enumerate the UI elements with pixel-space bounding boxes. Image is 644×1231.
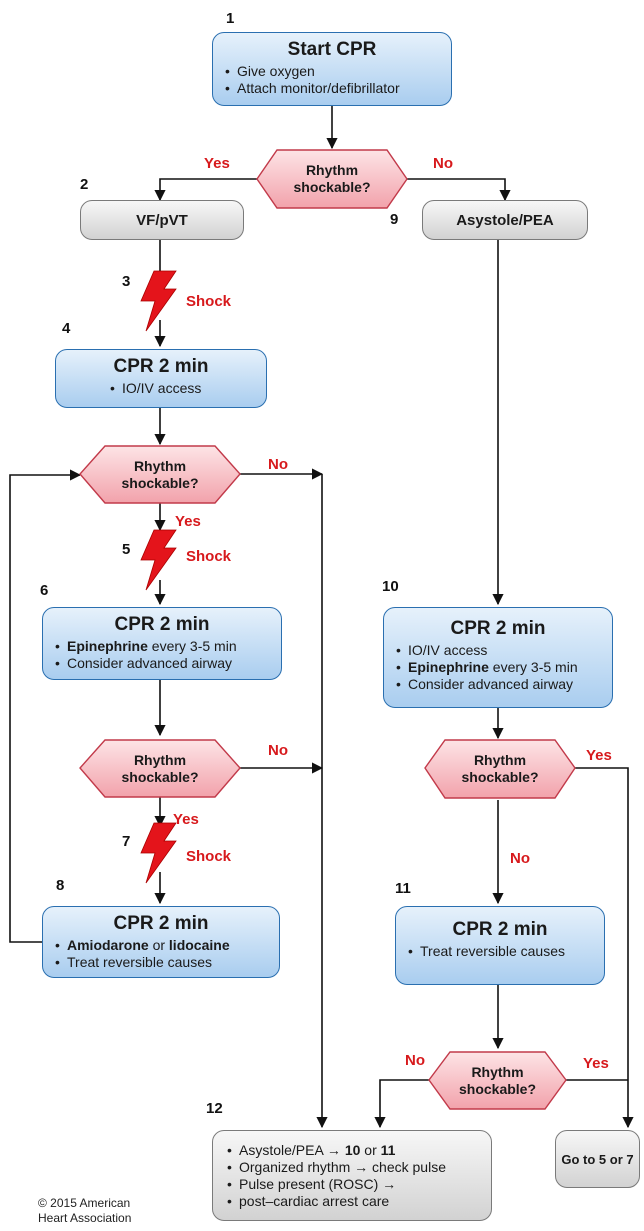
cpr-box-10-item-2: Epinephrine every 3-5 min	[394, 659, 602, 676]
start-item-oxygen: Give oxygen	[223, 63, 441, 80]
cpr-box-8-item-2: Treat reversible causes	[53, 954, 269, 971]
start-cpr-title: Start CPR	[287, 39, 377, 60]
shock-bolt-icon-7	[140, 822, 177, 884]
start-cpr-box: Start CPR Give oxygen Attach monitor/def…	[212, 32, 452, 106]
cpr-box-8-item-1: Amiodarone or lidocaine	[53, 937, 269, 954]
decision-shape-5	[428, 1051, 567, 1110]
cpr-box-8: CPR 2 min Amiodarone or lidocaine Treat …	[42, 906, 280, 978]
step-number-5: 5	[122, 541, 131, 558]
cpr-box-10-title: CPR 2 min	[450, 618, 546, 639]
shock-bolt-icon-3	[140, 270, 177, 332]
step-number-3: 3	[122, 273, 131, 290]
cpr-box-11: CPR 2 min Treat reversible causes	[395, 906, 605, 985]
shock-bolt-icon-5	[140, 529, 177, 591]
label-yes-3: Yes	[173, 811, 199, 828]
start-item-monitor: Attach monitor/defibrillator	[223, 80, 441, 97]
goto-label: Go to 5 or 7	[561, 1151, 634, 1167]
label-yes-5: Yes	[583, 1055, 609, 1072]
cpr-box-6-title: CPR 2 min	[114, 614, 210, 635]
decision-shape-3	[79, 739, 241, 798]
cpr-box-11-title: CPR 2 min	[452, 919, 548, 940]
step-number-7: 7	[122, 833, 131, 850]
label-no-3: No	[268, 742, 288, 759]
step-number-10: 10	[382, 578, 399, 595]
outcome-item-1: Asystole/PEA → 10 or 11	[225, 1142, 479, 1159]
cpr-box-4-title: CPR 2 min	[113, 356, 209, 377]
shock-label-3: Shock	[186, 293, 232, 310]
step-number-12: 12	[206, 1100, 223, 1117]
cpr-box-8-title: CPR 2 min	[113, 913, 209, 934]
step-number-4: 4	[62, 320, 71, 337]
cpr-box-4-item: IO/IV access	[108, 380, 256, 397]
label-yes-2: Yes	[175, 513, 201, 530]
copyright: © 2015 American Heart Association	[38, 1196, 132, 1225]
label-no-5: No	[405, 1052, 425, 1069]
step-number-6: 6	[40, 582, 49, 599]
step-number-8: 8	[56, 877, 65, 894]
cpr-box-11-item: Treat reversible causes	[406, 943, 594, 960]
label-no-1: No	[433, 155, 453, 172]
outcome-box-12: Asystole/PEA → 10 or 11 Organized rhythm…	[212, 1130, 492, 1221]
decision-shape-2	[79, 445, 241, 504]
cpr-box-10-item-3: Consider advanced airway	[394, 676, 602, 693]
decision-shape-1	[256, 149, 408, 209]
outcome-item-3: Pulse present (ROSC) →	[225, 1176, 479, 1193]
shock-label-7: Shock	[186, 848, 232, 865]
step-number-1: 1	[226, 10, 235, 27]
label-no-2: No	[268, 456, 288, 473]
vf-pvt-label: VF/pVT	[136, 211, 188, 229]
cpr-box-6: CPR 2 min Epinephrine every 3-5 min Cons…	[42, 607, 282, 680]
vf-pvt-box: VF/pVT	[80, 200, 244, 240]
decision-shape-4	[424, 739, 576, 799]
label-yes-4: Yes	[586, 747, 612, 764]
step-number-11: 11	[395, 880, 411, 897]
cpr-box-4: CPR 2 min IO/IV access	[55, 349, 267, 408]
outcome-item-3-cont: post–cardiac arrest care	[225, 1193, 479, 1210]
cpr-box-6-item-2: Consider advanced airway	[53, 655, 271, 672]
step-number-9: 9	[390, 211, 399, 228]
asystole-pea-label: Asystole/PEA	[456, 211, 554, 229]
label-yes-1: Yes	[204, 155, 230, 172]
goto-box: Go to 5 or 7	[555, 1130, 640, 1188]
cpr-box-10: CPR 2 min IO/IV access Epinephrine every…	[383, 607, 613, 708]
label-no-4: No	[510, 850, 530, 867]
cpr-box-10-item-1: IO/IV access	[394, 642, 602, 659]
asystole-pea-box: Asystole/PEA	[422, 200, 588, 240]
cpr-box-6-item-1: Epinephrine every 3-5 min	[53, 638, 271, 655]
outcome-item-2: Organized rhythm → check pulse	[225, 1159, 479, 1176]
shock-label-5: Shock	[186, 548, 232, 565]
step-number-2: 2	[80, 176, 89, 193]
